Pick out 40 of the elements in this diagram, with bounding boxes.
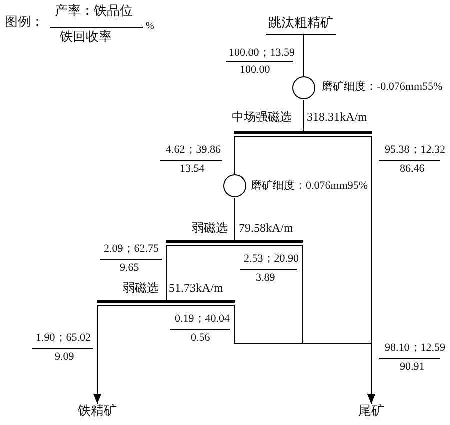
recovery-value: 13.54	[180, 163, 205, 176]
stream-value: 0.19；40.04	[175, 313, 230, 326]
legend-title: 图例：	[5, 15, 44, 30]
fineness-note: 磨矿细度：-0.076mm55%	[322, 81, 443, 94]
legend-numerator: 产率：铁品位	[55, 4, 133, 19]
legend-unit: %	[146, 21, 154, 32]
flow-arrow	[94, 306, 102, 404]
recovery-value: 9.09	[55, 351, 74, 364]
recovery-value: 0.56	[191, 332, 210, 345]
flow-line	[166, 246, 167, 300]
stream-value: 95.38；12.32	[385, 144, 446, 157]
field-strength-label: 79.58kA/m	[239, 222, 294, 236]
flow-arrow	[234, 306, 376, 404]
fineness-note: 磨矿细度：0.076mm95%	[251, 180, 368, 193]
stream-value: 98.10；12.59	[385, 342, 446, 355]
flow-line	[234, 198, 235, 240]
separator-name: 弱磁选	[123, 282, 159, 296]
flow-line	[234, 136, 235, 174]
recovery-value: 90.91	[400, 361, 425, 374]
separator-name: 中场强磁选	[232, 111, 292, 125]
recovery-value: 3.89	[256, 272, 276, 285]
flow-line	[303, 100, 304, 132]
field-strength-label: 318.31kA/m	[307, 111, 368, 125]
recovery-value: 9.65	[120, 262, 140, 275]
stream-value: 1.90；65.02	[36, 332, 91, 345]
grinding-mill-symbol	[222, 174, 246, 198]
stream-value: 4.62；39.86	[166, 144, 221, 157]
feed-label: 跳汰粗精矿	[266, 16, 336, 35]
legend-denominator: 铁回收率	[60, 30, 112, 45]
product-label: 铁精矿	[78, 404, 117, 419]
stream-value: 2.09；62.75	[104, 243, 159, 256]
grinding-mill-symbol	[292, 76, 316, 100]
flow-line	[303, 34, 304, 76]
stream-value: 2.53；20.90	[244, 253, 299, 266]
recovery-value: 86.46	[400, 163, 425, 176]
stream-value: 100.00；13.59	[229, 47, 295, 60]
field-strength-label: 51.73kA/m	[169, 282, 224, 296]
recovery-value: 100.00	[240, 64, 270, 77]
product-label: 尾矿	[358, 404, 384, 419]
separator-name: 弱磁选	[192, 222, 228, 236]
